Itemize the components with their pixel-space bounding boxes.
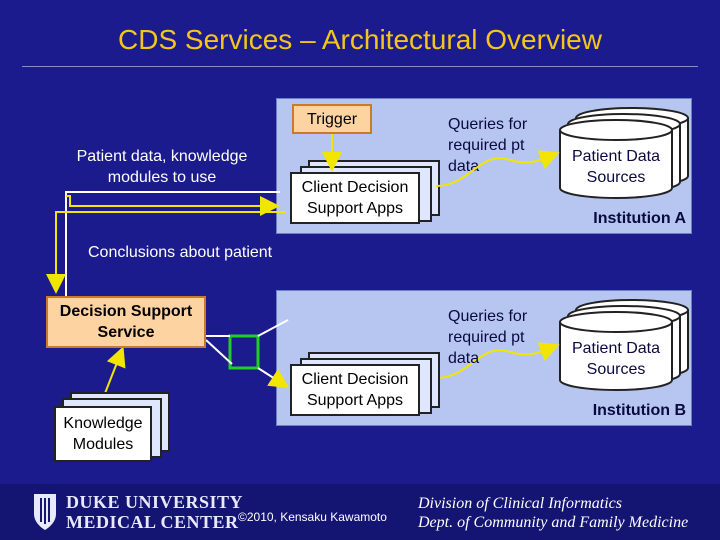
client-apps-a-box: Client Decision Support Apps xyxy=(290,172,420,224)
patient-data-line-arrow xyxy=(66,195,280,216)
conclusions-label: Conclusions about patient xyxy=(88,244,273,261)
patient-data-line xyxy=(65,191,280,296)
highlight-square xyxy=(228,334,260,370)
footer-bar xyxy=(0,484,720,540)
dss-to-client-b-arrow xyxy=(257,367,290,389)
trigger-box: Trigger xyxy=(292,104,372,134)
footer-left-line1: DUKE UNIVERSITY xyxy=(66,492,244,512)
patient-data-label: Patient data, knowledge modules to use xyxy=(76,148,248,186)
duke-shield-icon xyxy=(34,494,56,530)
client-apps-b-box: Client Decision Support Apps xyxy=(290,364,420,416)
slide-title: CDS Services – Architectural Overview xyxy=(118,24,602,55)
footer-right-text: Division of Clinical Informatics Dept. o… xyxy=(418,494,688,532)
database-icon xyxy=(559,107,689,199)
duke-logo xyxy=(32,492,58,532)
conclusions-arrow xyxy=(46,211,286,294)
patient-sources-a-label: Patient Data Sources xyxy=(571,148,661,186)
institution-b-label: Institution B xyxy=(592,402,686,419)
footer-copyright: ©2010, Kensaku Kawamoto xyxy=(238,510,387,524)
query-arrow-a xyxy=(435,150,560,187)
footer-left-line2: MEDICAL CENTER xyxy=(66,512,239,532)
queries-text-b: Queries for required pt data xyxy=(448,308,528,367)
query-arrow-b xyxy=(435,342,560,379)
decision-support-service-box: Decision Support Service xyxy=(46,296,206,348)
knowledge-modules-box: Knowledge Modules xyxy=(54,406,152,462)
database-icon xyxy=(559,299,689,391)
footer-left-text: DUKE UNIVERSITY MEDICAL CENTER xyxy=(66,492,243,532)
footer-right-line1: Division of Clinical Informatics xyxy=(418,495,622,512)
client-b-return-arrow xyxy=(257,319,289,337)
footer-right-line2: Dept. of Community and Family Medicine xyxy=(418,514,689,531)
client-b-return-line xyxy=(205,339,233,365)
institution-a-label: Institution A xyxy=(593,210,686,227)
title-divider xyxy=(22,66,698,67)
patient-sources-b-label: Patient Data Sources xyxy=(571,340,661,378)
